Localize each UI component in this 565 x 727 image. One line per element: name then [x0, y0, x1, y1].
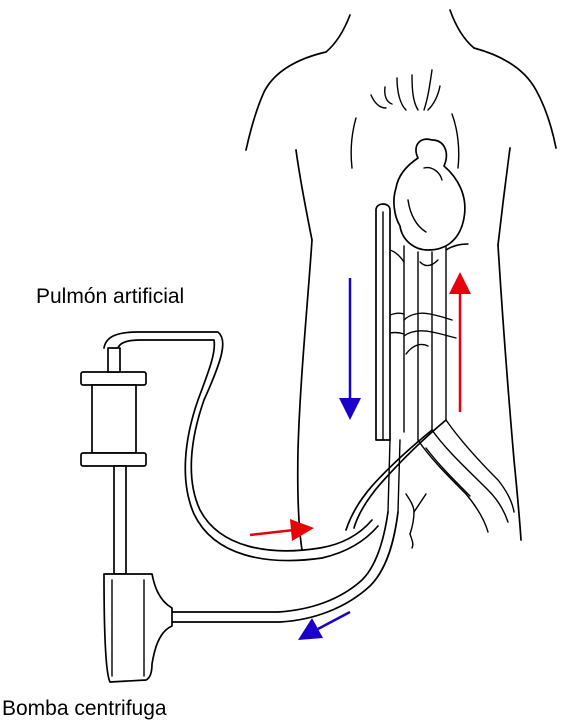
centrifugal-pump-icon: [104, 574, 172, 682]
body-outline: [246, 10, 556, 550]
blue-down-arrow-icon: [339, 278, 361, 420]
red-up-arrow-icon: [449, 272, 471, 412]
arterial-cannula: [346, 420, 446, 530]
centrifugal-pump-label: Bomba centrifuga: [2, 698, 167, 719]
descending-aorta: [386, 244, 468, 440]
artificial-lung-icon: [81, 348, 146, 466]
artificial-lung-label: Pulmón artificial: [36, 286, 184, 307]
flow-arrows: [250, 272, 471, 640]
return-tubing: [104, 332, 378, 561]
blue-down-left-arrow-icon: [298, 612, 350, 640]
heart-icon: [394, 139, 465, 250]
lung-to-pump-line: [114, 466, 126, 574]
venous-cannula: [376, 204, 390, 440]
red-right-arrow-icon: [250, 519, 314, 541]
